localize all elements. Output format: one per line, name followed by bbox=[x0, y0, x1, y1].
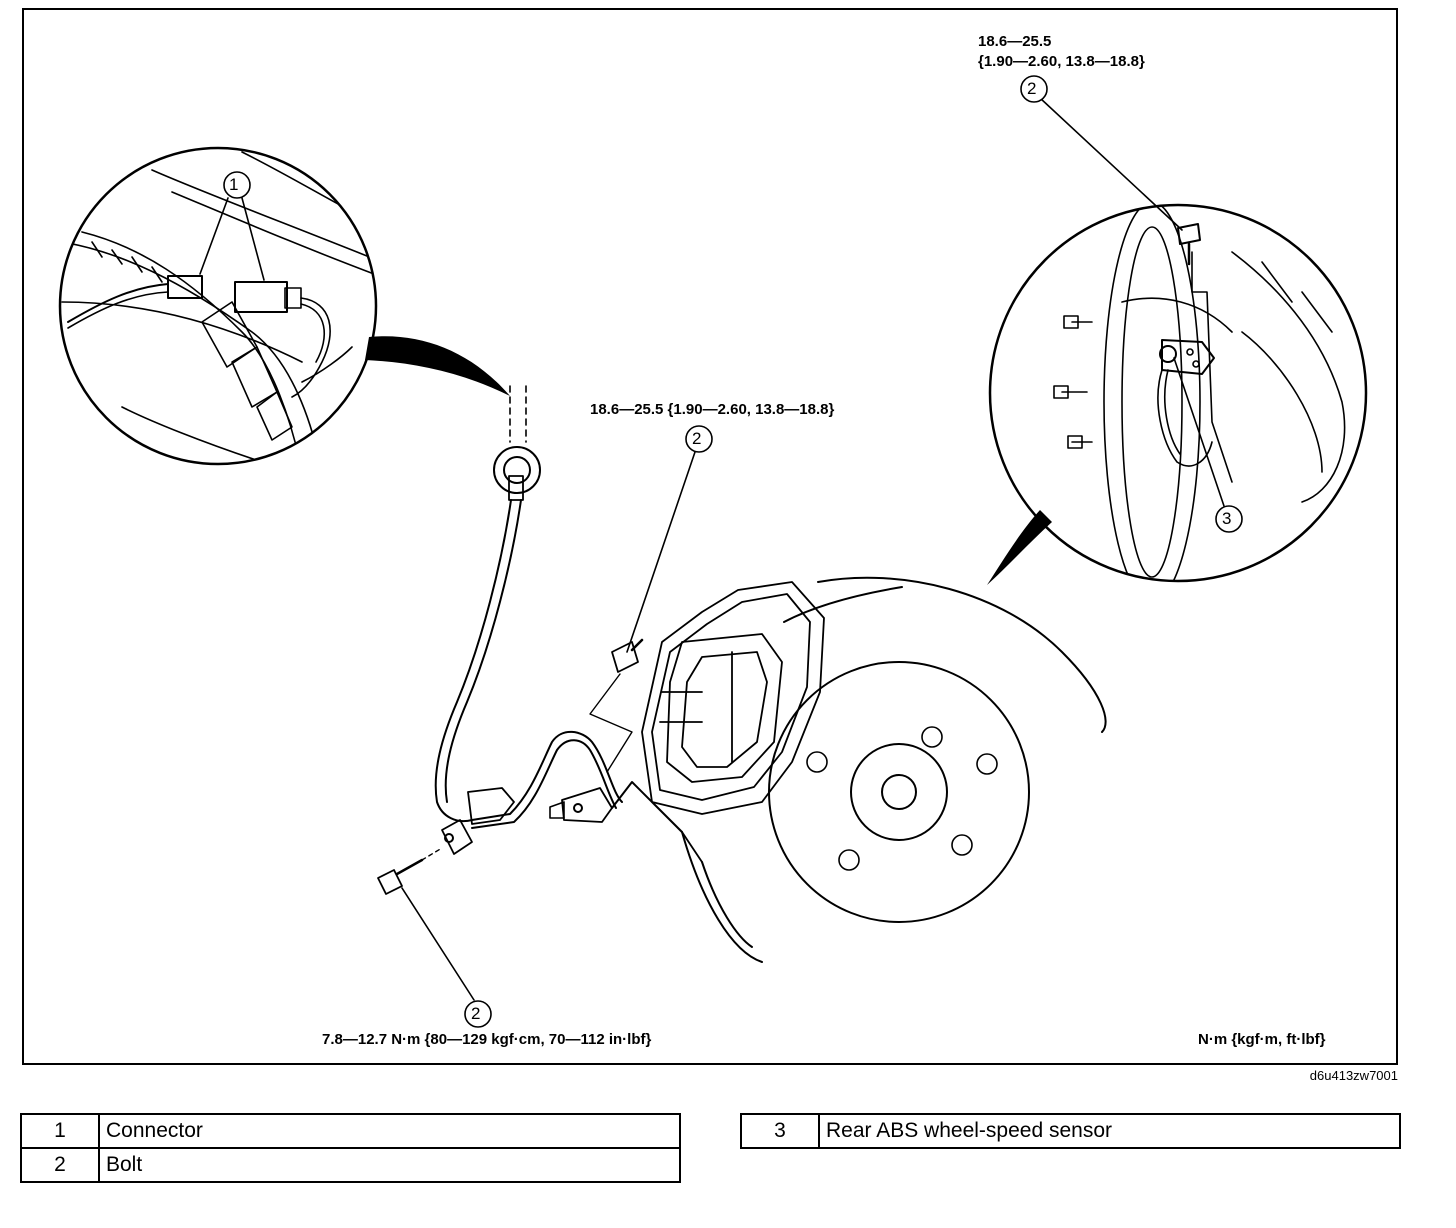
callout-2-center-leader bbox=[626, 425, 713, 653]
legend-number: 1 bbox=[20, 1113, 100, 1149]
abs-sensor-exploded-view bbox=[58, 75, 1368, 1028]
torque-units: N·m {kgf·m, ft·lbf} bbox=[1198, 1031, 1326, 1048]
sensor-detail-view bbox=[987, 75, 1368, 585]
legend-table-left: 1 Connector 2 Bolt bbox=[20, 1113, 681, 1183]
legend-label: Rear ABS wheel-speed sensor bbox=[818, 1113, 1401, 1149]
torque-top-right-line2: {1.90—2.60, 13.8—18.8} bbox=[978, 53, 1145, 70]
legend-number: 2 bbox=[20, 1147, 100, 1183]
legend-label: Bolt bbox=[98, 1147, 681, 1183]
torque-bottom: 7.8—12.7 N·m {80—129 kgf·cm, 70—112 in·l… bbox=[322, 1031, 652, 1048]
torque-top-right-line1: 18.6—25.5 bbox=[978, 33, 1052, 50]
legend-number: 3 bbox=[740, 1113, 820, 1149]
legend-row: 1 Connector bbox=[20, 1113, 681, 1149]
legend-row: 2 Bolt bbox=[20, 1147, 681, 1183]
legend-table-right: 3 Rear ABS wheel-speed sensor bbox=[740, 1113, 1401, 1149]
figure-code: d6u413zw7001 bbox=[1309, 1068, 1398, 1083]
sensor-harness bbox=[377, 385, 683, 895]
callout-2-top-right: 2 bbox=[1027, 79, 1037, 98]
callout-1: 1 bbox=[229, 175, 239, 194]
legend-label: Connector bbox=[98, 1113, 681, 1149]
callout-2-bottom-leader bbox=[401, 887, 492, 1028]
callout-2-center: 2 bbox=[692, 429, 702, 448]
legend-row: 3 Rear ABS wheel-speed sensor bbox=[740, 1113, 1401, 1149]
connector-detail-view bbox=[58, 146, 510, 466]
callout-3: 3 bbox=[1222, 509, 1232, 528]
callout-2-bottom: 2 bbox=[471, 1004, 481, 1023]
brake-caliper bbox=[641, 581, 825, 863]
diagram-frame: 1 2 2 2 3 18.6—25.5 {1.90—2.60, 13.8—18.… bbox=[22, 8, 1398, 1065]
torque-center: 18.6—25.5 {1.90—2.60, 13.8—18.8} bbox=[590, 401, 835, 418]
